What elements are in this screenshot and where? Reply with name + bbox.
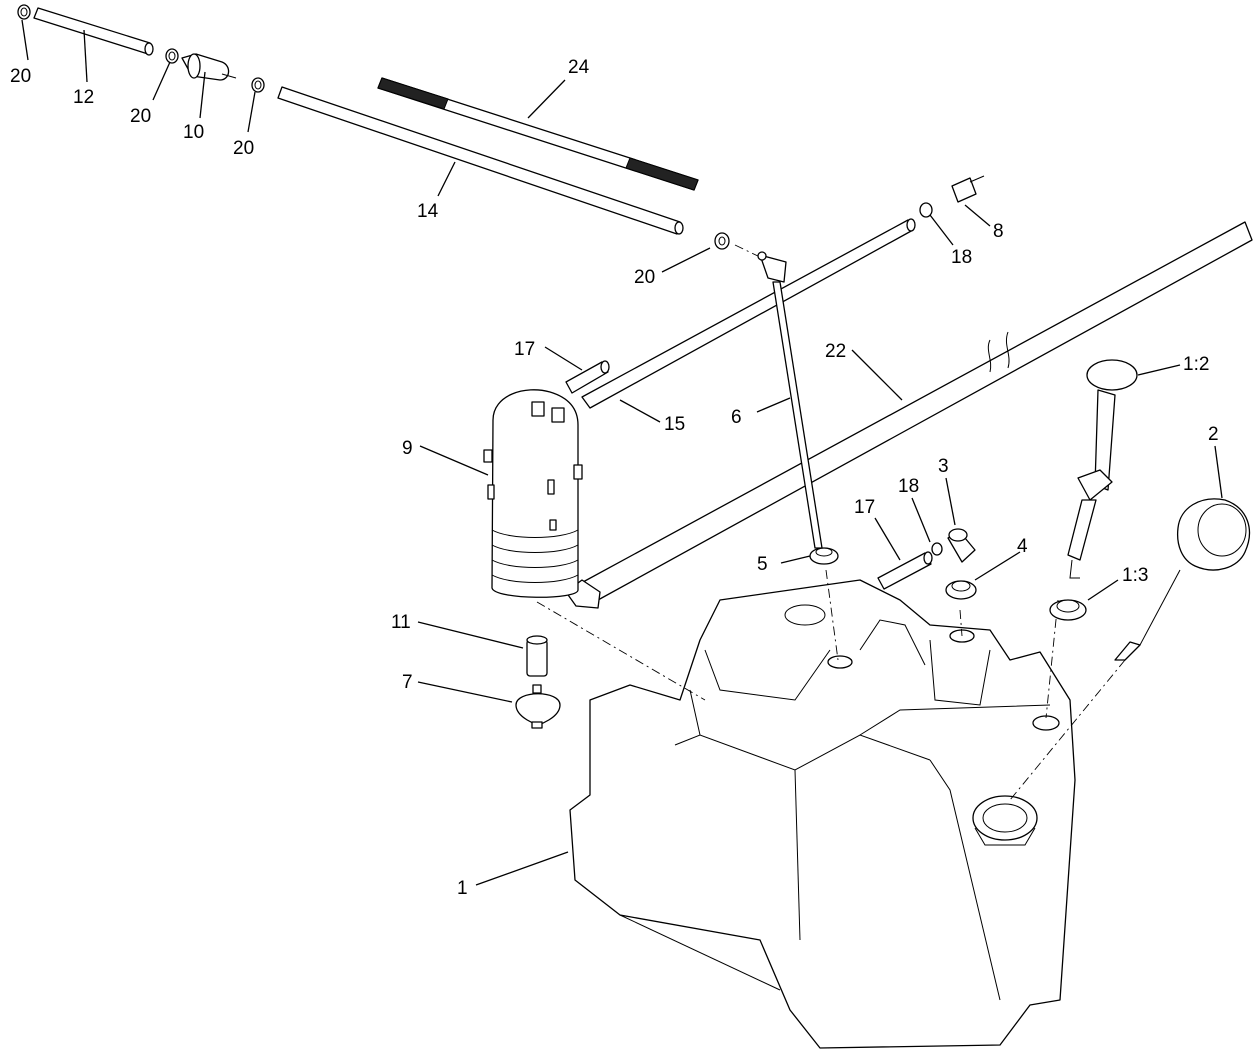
callout-2: 2: [1208, 424, 1219, 445]
hose-clamp-20-left: [17, 4, 31, 20]
fuel-hose-14: [277, 86, 684, 235]
fuel-filter-canister: [483, 389, 583, 598]
hose-clamp-18-top: [919, 202, 933, 218]
callout-14: 14: [417, 201, 439, 222]
fuel-filter-11: [526, 635, 548, 677]
callout-22: 22: [825, 341, 846, 362]
callout-4: 4: [1017, 536, 1028, 557]
hose-clamp-20-second: [165, 48, 179, 64]
callout-11: 11: [391, 612, 411, 633]
callout-9: 9: [402, 438, 413, 459]
callout-10: 10: [183, 122, 204, 143]
callout-labels: 20 12 20 10 20 24 14 8 18 20 17 22 15 6 …: [10, 57, 1219, 899]
callout-20-second: 20: [130, 106, 151, 127]
fitting-3: [947, 528, 976, 563]
leader-lines: [21, 19, 1223, 886]
callout-24: 24: [568, 57, 590, 78]
callout-3: 3: [938, 456, 949, 477]
callout-7: 7: [402, 672, 413, 693]
callout-20-third: 20: [233, 138, 254, 159]
fuel-cap-2: [1114, 498, 1251, 661]
hose-17-lower: [877, 551, 933, 590]
callout-18-top: 18: [951, 247, 972, 268]
callout-5: 5: [757, 554, 768, 575]
callout-1: 1: [457, 878, 468, 899]
callout-17-lower: 17: [854, 497, 875, 518]
threaded-rod-24: [377, 77, 699, 191]
inline-fuel-filter-10: [181, 53, 237, 81]
fuel-hose-12: [33, 7, 154, 56]
fuel-pickup-7: [515, 684, 561, 729]
callout-8: 8: [993, 221, 1004, 242]
hose-clamp-20-third: [251, 77, 265, 93]
callout-1-2: 1:2: [1183, 354, 1209, 375]
callout-15: 15: [664, 414, 685, 435]
hose-clamp-18-lower: [931, 542, 943, 556]
callout-18-lower: 18: [898, 476, 919, 497]
callout-1-3: 1:3: [1122, 565, 1148, 586]
grommet-5: [809, 547, 839, 565]
callout-20-right: 20: [634, 267, 655, 288]
grommet-1-3: [1049, 599, 1087, 621]
callout-17-upper: 17: [514, 339, 535, 360]
fuel-gauge-1-2: [1067, 359, 1138, 579]
callout-20-left: 20: [10, 66, 31, 87]
fuel-tank: [569, 579, 1076, 1049]
hose-17-upper: [565, 360, 610, 394]
callout-6: 6: [731, 407, 742, 428]
fuel-hose-15: [581, 218, 916, 409]
callout-12: 12: [73, 87, 94, 108]
grommet-4: [945, 580, 977, 600]
hose-clamp-20-right: [714, 232, 730, 250]
fitting-8: [951, 175, 985, 203]
